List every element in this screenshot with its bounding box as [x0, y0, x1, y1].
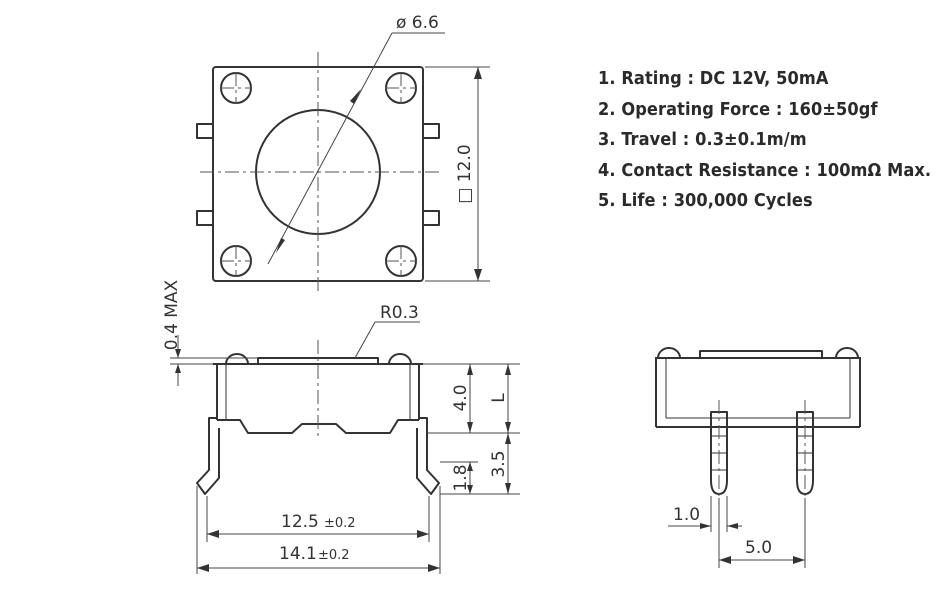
- terminal-tab: [422, 123, 440, 139]
- spec-rating: 1. Rating : DC 12V, 50mA: [598, 68, 829, 89]
- overall-width-label: 14.1: [279, 544, 317, 564]
- lead-length-label: 3.5: [489, 450, 509, 477]
- terminal-tab: [422, 210, 440, 226]
- spec-list: 1. Rating : DC 12V, 50mA 2. Operating Fo…: [598, 64, 931, 217]
- terminal-tab: [196, 210, 214, 226]
- radius-label: R0.3: [380, 303, 419, 323]
- overall-width-tolerance: ±0.2: [318, 548, 350, 563]
- pin-width-label: 1.0: [673, 505, 700, 525]
- max-overhang-label: 0.4 MAX: [162, 279, 182, 350]
- top-view: ø 6.6 □ 12.0: [196, 13, 490, 292]
- body-height-label: 4.0: [451, 384, 471, 411]
- terminal-tab: [196, 123, 214, 139]
- diameter-label: ø 6.6: [396, 13, 439, 33]
- lead-pitch-label: 12.5: [281, 512, 319, 532]
- end-view: 1.0 5.0: [655, 347, 861, 568]
- spec-operating-force: 2. Operating Force : 160±50gf: [598, 98, 878, 120]
- square-size-label: □ 12.0: [455, 144, 475, 203]
- height-symbol-label: L: [489, 393, 509, 403]
- plunger-top: [699, 350, 823, 359]
- spec-life: 5. Life : 300,000 Cycles: [598, 190, 813, 211]
- spec-contact-resistance: 4. Contact Resistance : 100mΩ Max.: [598, 159, 932, 181]
- pin-pitch-label: 5.0: [745, 538, 772, 558]
- spec-travel: 3. Travel : 0.3±0.1m/m: [598, 129, 807, 150]
- side-view: R0.3 0.4 MAX 4.0 L 3.5 1.8: [162, 279, 520, 574]
- lead-pitch-tolerance: ±0.2: [324, 516, 356, 531]
- lead-bend-label: 1.8: [451, 464, 471, 491]
